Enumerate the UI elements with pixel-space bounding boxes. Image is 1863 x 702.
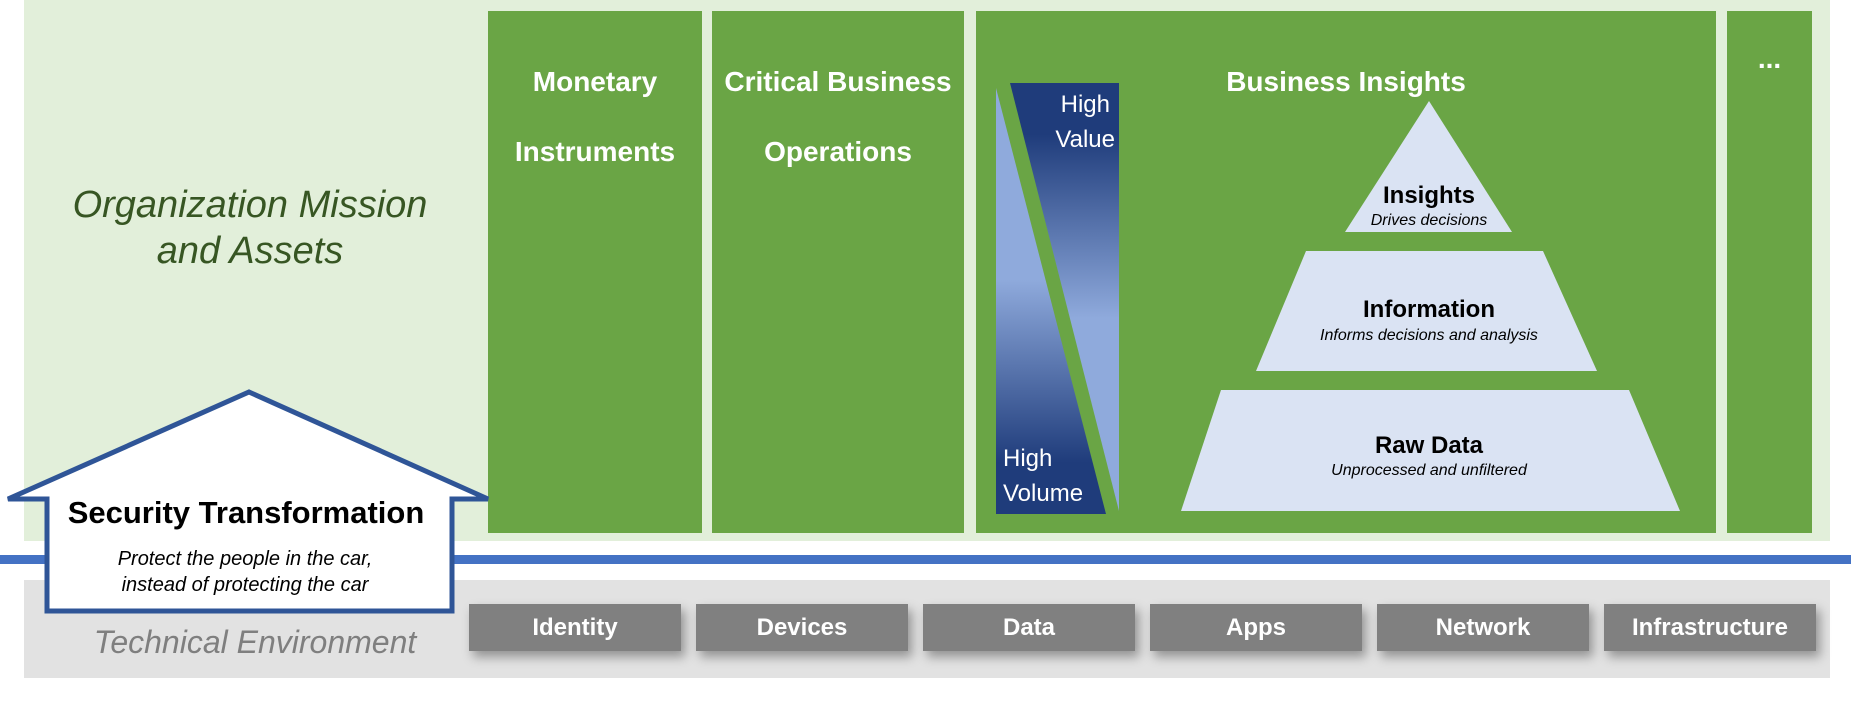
pyramid-information [1256,251,1597,371]
tech-item-infrastructure: Infrastructure [1604,604,1816,651]
high-volume-label-line2: Volume [1003,480,1083,507]
tech-item-devices: Devices [696,604,908,651]
column-title: Critical Business Operations [712,11,964,204]
high-value-wedge [1010,83,1119,511]
security-subtitle-line2: instead of protecting the car [121,574,369,596]
column-title-line2: Instruments [514,136,676,167]
security-transformation-title: Security Transformation [67,495,425,530]
tech-item-identity: Identity [469,604,681,651]
raw-data-title: Raw Data [1375,432,1484,459]
tech-item-data: Data [923,604,1135,651]
column-title-line1: Business Insights [1226,66,1466,97]
mission-title-line1: Organization Mission [72,184,428,226]
high-value-label-line1: High [1061,91,1110,118]
insights-title: Insights [1383,182,1475,209]
business-insights-diagram: High Value High Volume [996,83,1680,514]
security-transformation-house [6,389,490,614]
high-volume-label-line1: High [1003,445,1052,472]
house-shape [6,389,490,614]
divider-line [0,555,1851,564]
more-ellipsis: ... [1757,43,1782,74]
insights-subtitle: Drives decisions [1371,212,1487,229]
tech-item-apps: Apps [1150,604,1362,651]
column-more: ... [1727,11,1812,533]
column-title-line2: Operations [764,136,912,167]
information-title: Information [1363,296,1495,323]
mission-title-line2: and Assets [156,230,344,272]
column-title-line1: Critical Business [724,66,952,97]
security-transformation-subtitle: Protect the people in the car, instead o… [60,546,430,598]
pyramid-insights [1345,101,1512,232]
raw-data-subtitle: Unprocessed and unfiltered [1331,462,1528,479]
column-title: Business Insights [976,11,1716,134]
column-title: Monetary Instruments [488,11,702,204]
security-subtitle-line1: Protect the people in the car, [117,548,373,570]
technical-environment-title: Technical Environment [93,624,417,660]
high-value-label-line2: Value [1055,126,1115,153]
pyramid-raw-data [1181,390,1680,511]
high-volume-wedge [996,88,1106,514]
column-title-line1: Monetary [532,66,658,97]
column-critical-business-operations: Critical Business Operations [712,11,964,533]
column-monetary-instruments: Monetary Instruments [488,11,702,533]
mission-title: Organization Mission and Assets [40,182,460,274]
information-subtitle: Informs decisions and analysis [1320,327,1538,344]
tech-item-network: Network [1377,604,1589,651]
